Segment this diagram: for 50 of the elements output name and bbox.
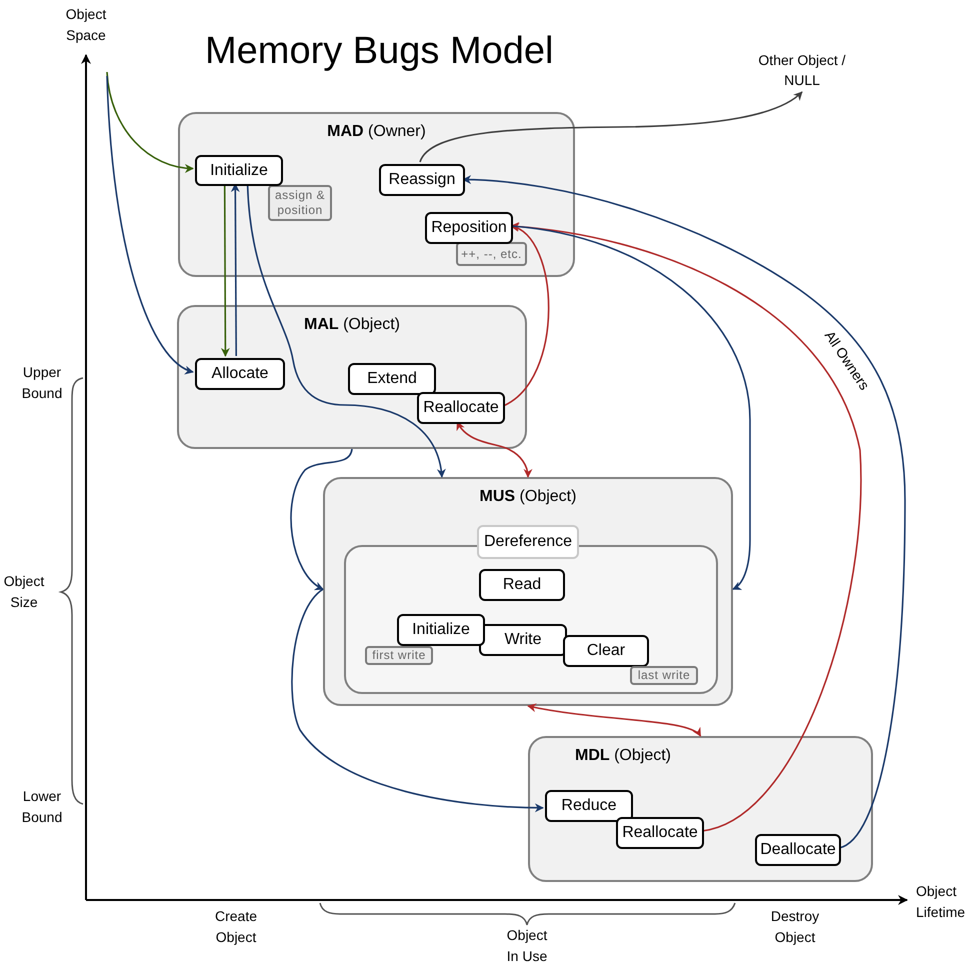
note-tag: last write: [630, 666, 698, 685]
note-tag: assign & position: [268, 185, 332, 221]
arrow: [510, 222, 862, 832]
group-box: [528, 736, 873, 882]
group-box: [178, 112, 575, 277]
arrow: [510, 225, 751, 590]
arrow: [419, 91, 803, 162]
note-tag: ++, --, etc.: [456, 242, 527, 266]
axis-label: Lower Bound: [20, 787, 64, 827]
step-box: Reduce: [545, 790, 633, 822]
arrow: [456, 421, 532, 478]
step-box: Write: [479, 624, 567, 656]
target-label: Other Object / NULL: [757, 50, 847, 92]
arrow: [290, 448, 353, 590]
axis-label: Destroy Object: [770, 907, 820, 947]
step-box: Read: [479, 569, 565, 601]
arrow: [220, 184, 230, 357]
box-heading: MUS (Object): [480, 488, 576, 505]
step-box: Reallocate: [417, 392, 505, 424]
step-box: Clear: [563, 635, 649, 667]
step-box: Initialize: [195, 155, 283, 186]
arrow: [230, 183, 240, 356]
step-box: Reallocate: [616, 817, 704, 849]
arrow: [502, 225, 550, 407]
panel-heading: Dereference: [477, 525, 580, 559]
step-box: Deallocate: [755, 834, 841, 866]
step-box: Initialize: [397, 614, 485, 646]
box-heading: MAL (Object): [304, 316, 400, 333]
group-box: [177, 305, 527, 449]
axis-label: Object In Use: [506, 926, 548, 964]
step-box: Reassign: [379, 164, 465, 196]
diagram-title: Memory Bugs Model: [205, 29, 554, 74]
axis-label: Upper Bound: [20, 363, 64, 403]
step-box: Extend: [348, 363, 436, 395]
axis-label: Create Object: [214, 907, 258, 947]
arrow: [106, 72, 194, 172]
arrow: [462, 175, 906, 849]
box-heading: MDL (Object): [575, 747, 671, 764]
step-box: Reposition: [425, 212, 513, 244]
arrow: [527, 703, 702, 737]
arrow: [106, 76, 194, 373]
box-heading: MAD (Owner): [327, 123, 426, 140]
arrow: [291, 588, 544, 812]
group-box: [323, 477, 733, 706]
axis-label: Object Space: [64, 5, 108, 45]
step-box: Allocate: [195, 358, 285, 390]
note-tag: first write: [365, 646, 433, 665]
axis-label: Object Lifetime: [916, 882, 966, 922]
arrow: [246, 184, 446, 478]
axis-label: Object Size: [2, 572, 46, 612]
